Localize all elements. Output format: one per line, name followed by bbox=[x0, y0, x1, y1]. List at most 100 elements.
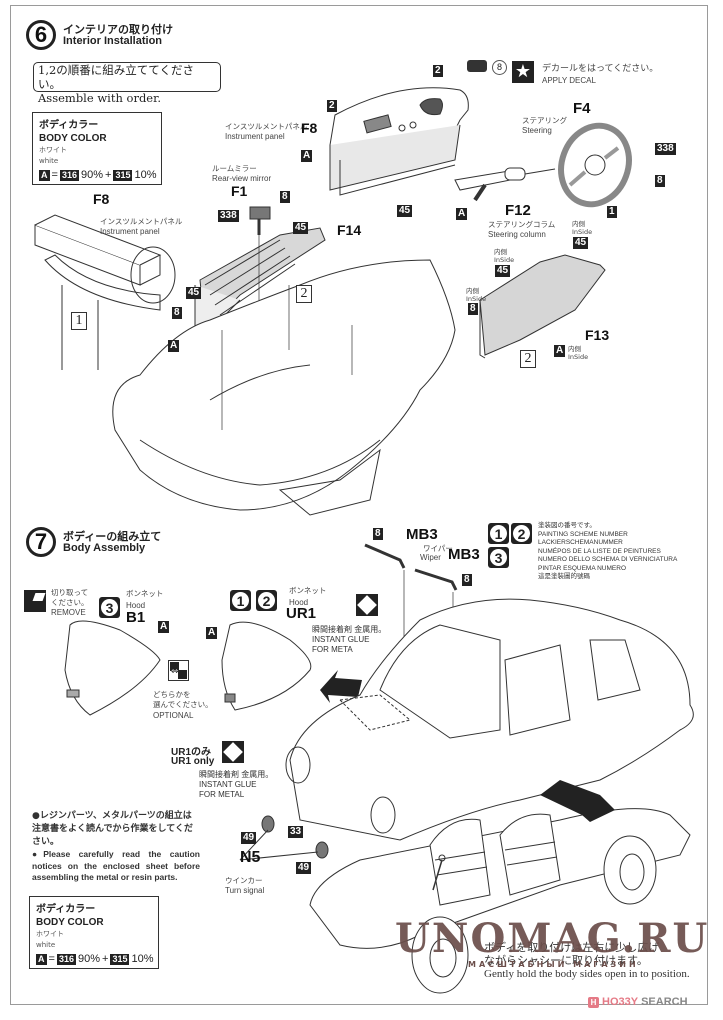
steering-column-drawing bbox=[454, 167, 556, 202]
legend-line: 這是塗裝圖的號碼 bbox=[538, 573, 590, 580]
turn-signal-en: Turn signal bbox=[225, 886, 265, 895]
step-7-title-jp: ボディーの組み立て bbox=[63, 530, 162, 543]
glue-jp: 瞬間接着剤 金属用。 bbox=[199, 770, 274, 779]
sequence-mark-2: 2 bbox=[296, 285, 312, 303]
hobby-search-logo: H HO33Y SEARCH bbox=[588, 996, 688, 1008]
instrument-panel-top-drawing bbox=[329, 87, 469, 196]
body-color-title-en: BODY COLOR bbox=[36, 917, 104, 928]
steering-wheel-drawing bbox=[558, 122, 632, 208]
star-decal-icon: ★ bbox=[512, 61, 534, 83]
part-f8-top: F8 bbox=[301, 120, 318, 136]
plus-sign: + bbox=[105, 169, 112, 181]
part-mb3: MB3 bbox=[448, 546, 480, 563]
instant-glue-icon bbox=[222, 741, 244, 763]
hood-en: Hood bbox=[126, 601, 146, 610]
part-f8-left: F8 bbox=[93, 191, 110, 207]
hood-jp: ボンネット bbox=[289, 586, 327, 595]
body-color-name-jp: ホワイト bbox=[36, 930, 64, 938]
decal-thumbnail-icon bbox=[467, 60, 487, 72]
logo-search-text: SEARCH bbox=[641, 996, 688, 1008]
color-pct-1: 90% bbox=[77, 953, 100, 965]
color-tag-a: A bbox=[554, 345, 566, 357]
glue-en-1: INSTANT GLUE bbox=[199, 780, 257, 789]
ur1-only-en: UR1 only bbox=[171, 756, 215, 767]
mirror-en: Rear-view mirror bbox=[212, 174, 272, 183]
color-tag-8: 8 bbox=[172, 307, 182, 319]
color-tag-45: 45 bbox=[186, 287, 202, 299]
legend-line: LACKIERSCHEMANUMMER bbox=[538, 539, 623, 546]
inside-jp: 内側 bbox=[494, 248, 507, 256]
step-6-title-jp: インテリアの取り付け bbox=[63, 23, 173, 36]
paint-scheme-badge-3: 3 bbox=[99, 597, 120, 618]
glue-note: 瞬間接着剤 金属用。 INSTANT GLUE FOR META bbox=[312, 625, 386, 655]
color-tag-33: 33 bbox=[288, 826, 304, 838]
equals-sign: = bbox=[48, 953, 55, 965]
paint-scheme-badge-1: 1 bbox=[488, 523, 509, 544]
part-f1: F1 bbox=[231, 183, 248, 199]
part-f4: F4 bbox=[573, 100, 591, 117]
color-tag-a: A bbox=[301, 150, 313, 162]
instrument-panel-left-jp: インスツルメントパネル bbox=[100, 217, 183, 226]
remove-icon bbox=[24, 590, 46, 612]
color-tag-2: 2 bbox=[433, 65, 443, 77]
instrument-panel-jp: インスツルメントパネル bbox=[225, 122, 308, 131]
hood-ur1-drawing bbox=[221, 621, 312, 711]
body-color-box-1: ボディカラー BODY COLOR ホワイト white A = 316 90%… bbox=[32, 112, 162, 185]
body-color-formula: A = 316 90% + 315 10% bbox=[36, 953, 154, 965]
note-jp-2: ながらシャシーに取り付けます。 bbox=[484, 955, 648, 967]
glue-jp: 瞬間接着剤 金属用。 bbox=[312, 625, 387, 634]
decal-note-en: APPLY DECAL bbox=[542, 76, 596, 85]
part-b1: B1 bbox=[126, 609, 146, 626]
car-body-drawing bbox=[285, 598, 694, 841]
step-7-number: 7 bbox=[26, 527, 56, 557]
paint-code-tag: A bbox=[36, 953, 47, 965]
color-tag-8: 8 bbox=[462, 574, 472, 586]
color-tag-45: 45 bbox=[397, 205, 413, 217]
color-tag-45: 45 bbox=[495, 265, 511, 277]
step-6-number: 6 bbox=[26, 20, 56, 50]
inside-en: InSide bbox=[568, 353, 589, 361]
paint-code-tag: A bbox=[39, 169, 50, 181]
assembly-order-note: 1,2の順番に組み立ててください。 Assemble with order. bbox=[33, 62, 221, 105]
watermark-logo: UNOMAG.RU bbox=[395, 915, 710, 962]
paint-scheme-badge-3: 3 bbox=[488, 547, 509, 568]
color-tag-338: 338 bbox=[655, 143, 676, 155]
paint-scheme-badge-2: 2 bbox=[511, 523, 532, 544]
note-jp-1: ボディを取り付けは左右に少し広げ bbox=[484, 942, 660, 954]
badge-number: 3 bbox=[101, 599, 118, 616]
badge-number: 3 bbox=[490, 549, 507, 566]
step-6-title-en: Interior Installation bbox=[63, 35, 163, 47]
badge-number: 2 bbox=[258, 592, 275, 609]
color-pct-2: 10% bbox=[131, 953, 154, 965]
legend-line: PINTAR ESQUEMA NUMERO bbox=[538, 564, 627, 572]
remove-en: REMOVE bbox=[51, 608, 86, 617]
color-tag-8: 8 bbox=[468, 303, 478, 315]
body-color-title-en: BODY COLOR bbox=[39, 133, 107, 144]
caution-en: ●Please carefully read the caution notic… bbox=[32, 849, 200, 882]
order-note-jp: 1,2の順番に組み立ててください。 bbox=[38, 63, 194, 91]
part-mb3: MB3 bbox=[406, 526, 438, 543]
color-tag-a: A bbox=[158, 621, 170, 633]
turn-signal-jp: ウインカー bbox=[225, 876, 263, 885]
inside-jp: 内側 bbox=[466, 287, 479, 295]
inside-jp: 内側 bbox=[568, 345, 581, 353]
steering-column-en: Steering column bbox=[488, 230, 546, 239]
caution-jp: ●レジンパーツ、メタルパーツの組立は注意書をよく読んでから作業をしてください。 bbox=[32, 811, 194, 847]
color-tag-8: 8 bbox=[655, 175, 665, 187]
body-fitting-note: ボディを取り付けは左右に少し広げ ながらシャシーに取り付けます。 Gently … bbox=[484, 942, 699, 981]
badge-number: 1 bbox=[232, 592, 249, 609]
watermark-subtitle: МАСШТАБНЫЙ МАГАЗИН bbox=[468, 960, 639, 969]
badge-number: 1 bbox=[490, 525, 507, 542]
body-color-box-2: ボディカラー BODY COLOR ホワイト white A = 316 90%… bbox=[29, 896, 159, 969]
legend-line: PAINTING SCHEME NUMBER bbox=[538, 530, 628, 538]
chassis-drawing bbox=[309, 780, 691, 994]
inside-jp: 内側 bbox=[572, 220, 585, 228]
color-tag-1: 1 bbox=[607, 206, 617, 218]
glue-en-2: FOR METAL bbox=[199, 790, 245, 799]
body-color-title-jp: ボディカラー bbox=[39, 120, 99, 131]
color-pct-2: 10% bbox=[134, 169, 157, 181]
